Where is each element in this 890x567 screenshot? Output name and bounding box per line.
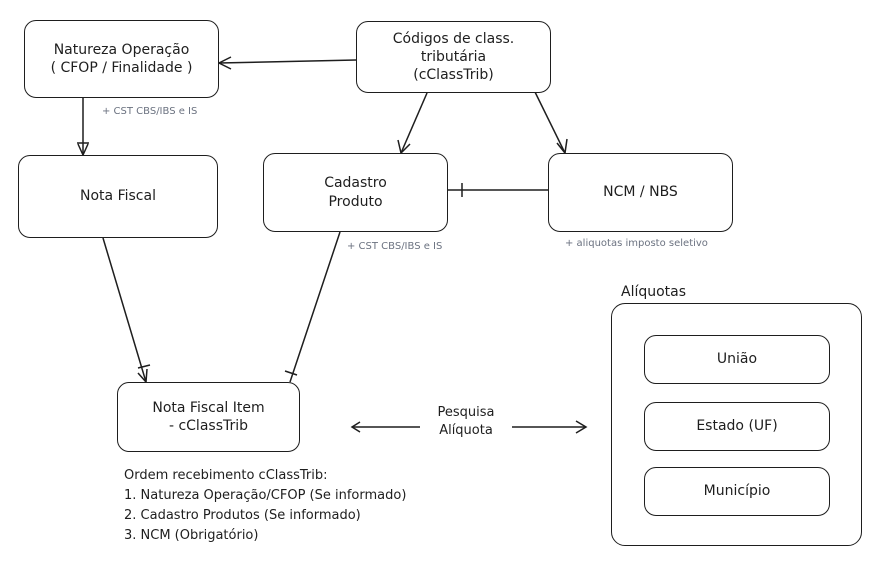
node-natureza-line-1: Natureza Operação (53, 41, 190, 58)
node-natureza-operacao[interactable]: Natureza Operação ( CFOP / Finalidade ) (24, 20, 219, 98)
tick-item-right (284, 370, 298, 376)
node-nota-fiscal-label: Nota Fiscal (80, 188, 156, 205)
node-ncm-nbs[interactable]: NCM / NBS (548, 153, 733, 232)
arrowhead-right (575, 420, 588, 434)
edge-codigos-ncm (534, 91, 566, 154)
edge-codigos-cadastro (400, 92, 428, 154)
order-item-3: 3. NCM (Obrigatório) (124, 528, 259, 544)
arrow-label: Pesquisa Alíquota (420, 404, 512, 439)
aliquota-municipio[interactable]: Município (644, 467, 830, 516)
node-cadastro-produto[interactable]: Cadastro Produto (263, 153, 448, 232)
arrow-label-line-1: Pesquisa (437, 405, 495, 420)
node-cadastro-line-1: Cadastro (324, 175, 387, 192)
node-nota-item-line-2: - cClassTrib (168, 418, 249, 434)
aliquota-estado[interactable]: Estado (UF) (644, 402, 830, 451)
node-codigos-line-2: tributária (420, 48, 487, 65)
edge-natureza-codigos (218, 59, 357, 64)
node-codigos-class[interactable]: Códigos de class. tributária (cClassTrib… (356, 21, 551, 93)
aliquotas-container (611, 303, 862, 546)
note-cst-natureza: + CST CBS/IBS e IS (102, 106, 198, 117)
aliquota-uniao[interactable]: União (644, 335, 830, 384)
order-title: Ordem recebimento cClassTrib: (124, 468, 328, 483)
node-natureza-line-2: ( CFOP / Finalidade ) (50, 60, 193, 76)
edge-cadastro-item (289, 231, 341, 383)
note-aliquotas-seletivo: + aliquotas imposto seletivo (565, 238, 708, 249)
aliquota-estado-label: Estado (UF) (696, 418, 778, 435)
crowfoot-natureza (217, 56, 232, 70)
node-nota-fiscal[interactable]: Nota Fiscal (18, 155, 218, 238)
node-codigos-line-1: Códigos de class. (392, 30, 515, 47)
order-list: Ordem recebimento cClassTrib: 1. Naturez… (124, 466, 406, 547)
arrowhead-left (350, 421, 361, 433)
arrow-label-line-2: Alíquota (439, 422, 493, 438)
aliquota-uniao-label: União (716, 351, 758, 368)
aliquota-municipio-label: Município (703, 483, 771, 500)
node-ncm-label: NCM / NBS (603, 184, 678, 201)
edge-notafiscal-item (102, 237, 147, 383)
order-item-1: 1. Natureza Operação/CFOP (Se informado) (124, 488, 407, 504)
node-cadastro-line-2: Produto (328, 193, 383, 210)
order-item-2: 2. Cadastro Produtos (Se informado) (124, 508, 361, 524)
note-cst-cadastro: + CST CBS/IBS e IS (347, 241, 443, 252)
aliquotas-title: Alíquotas (621, 284, 687, 300)
node-codigos-line-3: (cClassTrib) (413, 67, 494, 84)
node-nota-item-line-1: Nota Fiscal Item (152, 399, 265, 416)
node-nota-fiscal-item[interactable]: Nota Fiscal Item - cClassTrib (117, 382, 300, 452)
